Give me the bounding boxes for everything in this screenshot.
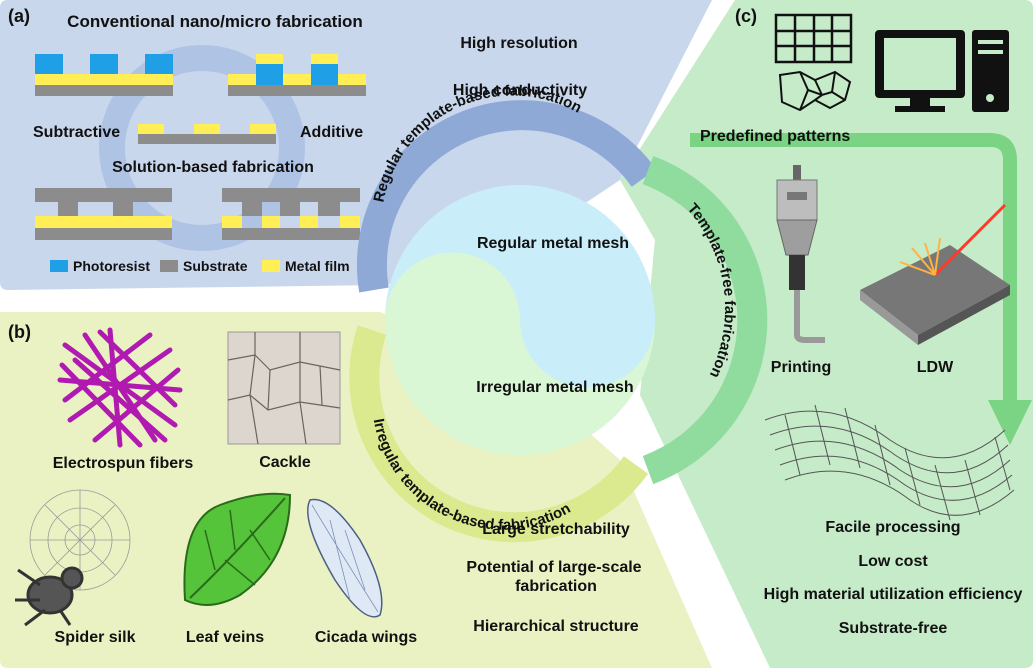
- solution-based-label: Solution-based fabrication: [112, 159, 314, 176]
- irregular-pattern-icon: [778, 70, 852, 112]
- panel-b-tag: (b): [8, 322, 31, 342]
- irregular-mesh-label: Irregular metal mesh: [476, 379, 634, 396]
- legend-photoresist-label: Photoresist: [73, 258, 151, 274]
- panel-a-ring: [99, 45, 305, 251]
- predefined-patterns-label: Predefined patterns: [700, 128, 851, 145]
- arc-irregular-band: [349, 325, 649, 543]
- feature-facile: Facile processing: [825, 519, 961, 536]
- spider-silk-label: Spider silk: [54, 629, 136, 646]
- electrospun-fibers-image: [57, 327, 183, 448]
- legend-substrate-label: Substrate: [183, 258, 248, 274]
- cicada-wings-label: Cicada wings: [314, 629, 418, 646]
- feature-large-scale-1: Potential of large-scale: [466, 559, 642, 576]
- feature-material-efficiency: High material utilization efficiency: [763, 586, 1023, 603]
- additive-diagram: [228, 54, 366, 96]
- legend-substrate-swatch: [160, 260, 178, 272]
- legend-metal-label: Metal film: [285, 258, 350, 274]
- arc-free-band: [642, 155, 768, 485]
- computer-icon: [875, 30, 1009, 112]
- leaf-veins-label: Leaf veins: [185, 629, 265, 646]
- regular-mesh-label: Regular metal mesh: [476, 235, 630, 252]
- cackle-image: [227, 331, 341, 445]
- panel-c-tag: (c): [735, 6, 757, 26]
- leaf-veins-image: [183, 492, 292, 606]
- legend-metal-swatch: [262, 260, 280, 272]
- feature-high-conductivity: High conductivity: [452, 82, 588, 99]
- cicada-wing-image: [307, 498, 383, 618]
- feature-large-stretchability: Large stretchability: [482, 521, 630, 538]
- printer-nozzle-image: [776, 165, 825, 343]
- panel-c-background: [620, 0, 1033, 668]
- process-arrow: [690, 133, 1017, 405]
- feature-hierarchical: Hierarchical structure: [473, 618, 639, 635]
- solution-diagram-small: [138, 124, 276, 144]
- electrospun-label: Electrospun fibers: [52, 455, 194, 472]
- flexible-mesh-image: [764, 404, 1015, 521]
- printing-label: Printing: [770, 359, 832, 376]
- subtractive-diagram: [35, 54, 173, 96]
- solution-diagram-right: [222, 188, 360, 240]
- legend-photoresist-swatch: [50, 260, 68, 272]
- center-circle-bottom: [385, 252, 655, 455]
- subtractive-label: Subtractive: [33, 124, 121, 141]
- cackle-label: Cackle: [259, 454, 311, 471]
- feature-substrate-free: Substrate-free: [838, 620, 948, 637]
- process-arrow-head: [988, 400, 1032, 445]
- cackle-cracks: [227, 332, 341, 445]
- laser-writing-image: [860, 203, 1010, 345]
- feature-large-scale-2: fabrication: [515, 578, 597, 595]
- feature-high-resolution: High resolution: [460, 35, 578, 52]
- feature-low-cost: Low cost: [858, 553, 928, 570]
- arc-regular-band: [357, 100, 657, 293]
- panel-a-title: Conventional nano/micro fabrication: [67, 12, 363, 31]
- panel-a-tag: (a): [8, 6, 30, 26]
- spider-icon: [15, 566, 84, 627]
- additive-label: Additive: [300, 124, 364, 141]
- grid-pattern-icon: [774, 13, 853, 64]
- ldw-label: LDW: [916, 359, 954, 376]
- spider-web-image: [29, 489, 131, 591]
- solution-diagram-left: [35, 188, 172, 240]
